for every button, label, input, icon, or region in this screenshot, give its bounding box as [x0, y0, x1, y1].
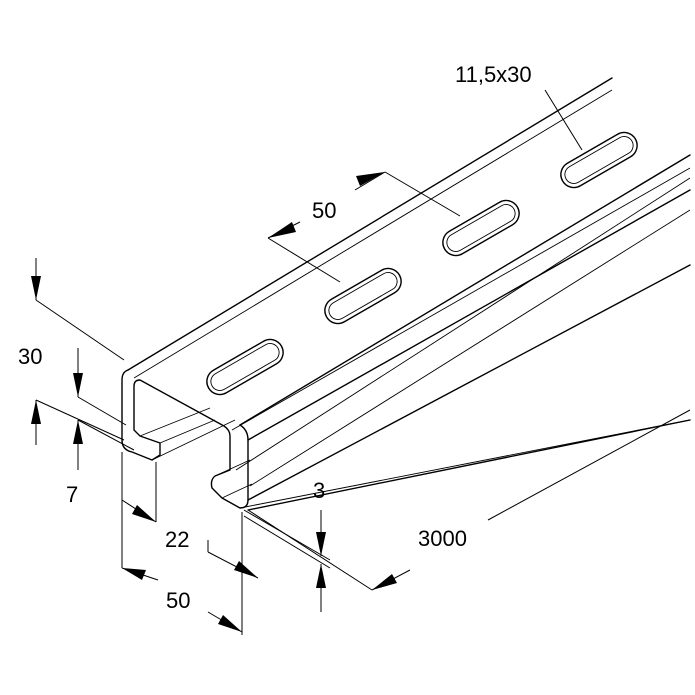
arrow-head [31, 276, 41, 300]
height-label: 30 [18, 344, 42, 369]
slot [206, 338, 284, 396]
dimension-slot-pitch: 50 [267, 171, 461, 283]
dimension-length: 3000 [247, 409, 691, 591]
dimension-lip-height: 7 [66, 348, 135, 507]
arrow-head [73, 373, 83, 397]
dimension-slot-opening: 22 [121, 452, 189, 568]
width-label: 50 [166, 588, 190, 613]
arrow-head [356, 172, 385, 186]
slot-opening-label: 22 [165, 527, 189, 552]
slot-size-label: 11,5x30 [455, 62, 532, 87]
arrow-head [372, 574, 397, 590]
lip-height-label: 7 [66, 482, 78, 507]
dimension-slot-size: 11,5x30 [455, 62, 583, 151]
arrow-head [316, 532, 326, 556]
arrow-head [218, 615, 242, 632]
arrow-head [132, 505, 156, 522]
dimension-width: 50 [121, 512, 259, 635]
arrow-head [122, 568, 146, 580]
channel-profile [121, 77, 691, 511]
thickness-label: 3 [313, 478, 325, 503]
slots [206, 131, 638, 396]
slot [324, 267, 402, 325]
slot [442, 199, 520, 257]
arrow-head [31, 400, 41, 424]
arrow-head [234, 561, 258, 578]
length-label: 3000 [418, 526, 467, 551]
arrow-head [73, 420, 83, 444]
slot-pitch-label: 50 [312, 198, 336, 223]
dimension-height: 30 [18, 258, 125, 445]
slot [560, 131, 638, 189]
arrow-head [268, 222, 296, 238]
arrow-head [316, 564, 326, 588]
dimension-thickness: 3 [243, 478, 331, 612]
